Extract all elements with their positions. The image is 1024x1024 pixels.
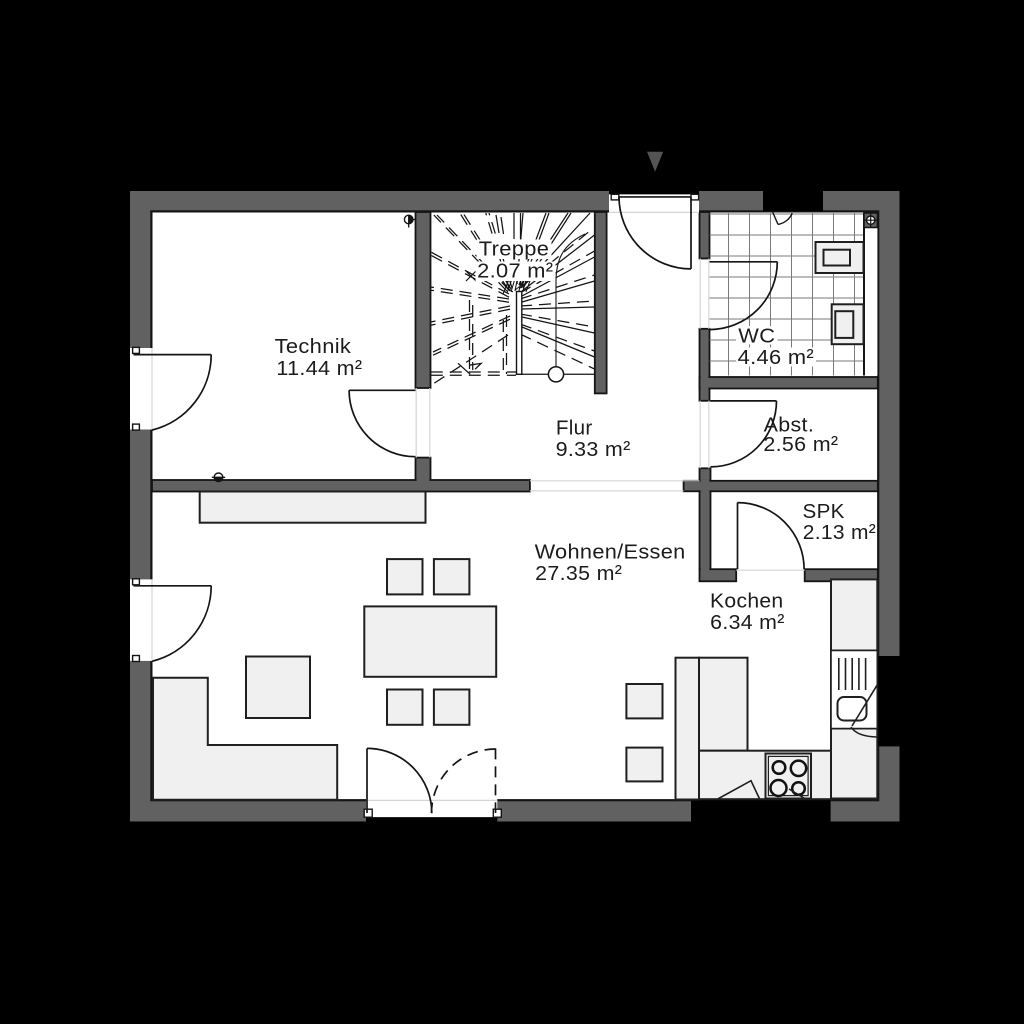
svg-text:WC: WC — [738, 324, 775, 347]
svg-text:Kochen: Kochen — [710, 589, 784, 612]
svg-text:SPK: SPK — [803, 500, 845, 523]
svg-text:27.35 m²: 27.35 m² — [535, 562, 622, 585]
svg-text:Abst.: Abst. — [764, 413, 814, 436]
svg-text:9.33 m²: 9.33 m² — [556, 438, 631, 461]
svg-text:Flur: Flur — [556, 417, 593, 440]
svg-text:Treppe: Treppe — [479, 238, 549, 261]
svg-text:2.13 m²: 2.13 m² — [803, 521, 876, 544]
svg-text:Technik: Technik — [275, 335, 352, 358]
svg-text:11.44 m²: 11.44 m² — [276, 357, 362, 380]
svg-text:2.07 m²: 2.07 m² — [477, 259, 553, 282]
svg-text:4.46 m²: 4.46 m² — [738, 346, 814, 369]
svg-text:6.34 m²: 6.34 m² — [710, 611, 785, 634]
svg-text:2.56 m²: 2.56 m² — [763, 433, 838, 456]
svg-text:Wohnen/Essen: Wohnen/Essen — [535, 540, 686, 563]
